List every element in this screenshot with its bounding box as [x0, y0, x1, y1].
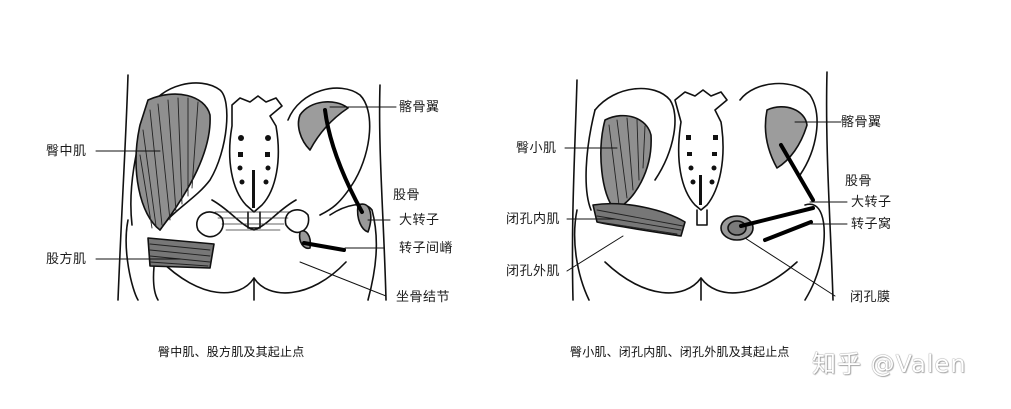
label-intertrochanteric-crest: 转子间嵴	[399, 241, 454, 256]
label-obturator-internus: 闭孔内肌	[506, 212, 561, 227]
label-quadratus-femoris: 股方肌	[46, 252, 87, 267]
label-femur: 股骨	[393, 188, 421, 203]
label-iliac-wing: 髂骨翼	[399, 100, 440, 115]
label-iliac-wing-right: 髂骨翼	[841, 115, 882, 130]
label-greater-trochanter: 大转子	[399, 213, 440, 228]
label-gluteus-medius: 臀中肌	[46, 144, 87, 159]
right-pelvis-figure: 臀小肌 闭孔内肌 闭孔外肌 髂骨翼 股骨 大转子 转子窝 闭孔膜 臀小肌、闭孔内…	[505, 0, 1011, 409]
label-femur-right: 股骨	[845, 174, 873, 189]
label-trochanteric-fossa: 转子窝	[851, 217, 892, 232]
label-obturator-membrane: 闭孔膜	[850, 290, 891, 305]
label-greater-trochanter-right: 大转子	[851, 195, 892, 210]
left-figure-caption: 臀中肌、股方肌及其起止点	[158, 345, 305, 359]
label-obturator-externus: 闭孔外肌	[506, 264, 561, 279]
left-pelvis-figure: 臀中肌 股方肌 髂骨翼 股骨 大转子 转子间嵴 坐骨结节 臀中肌、股方肌及其起止…	[0, 0, 505, 409]
right-figure-caption: 臀小肌、闭孔内肌、闭孔外肌及其起止点	[570, 345, 790, 359]
label-ischial-tuberosity: 坐骨结节	[396, 290, 451, 305]
left-pelvis-illustration	[95, 74, 397, 301]
zhihu-watermark: 知乎 @Valen	[812, 350, 967, 378]
right-pelvis-illustration	[564, 71, 848, 301]
label-gluteus-minimus: 臀小肌	[516, 141, 557, 156]
